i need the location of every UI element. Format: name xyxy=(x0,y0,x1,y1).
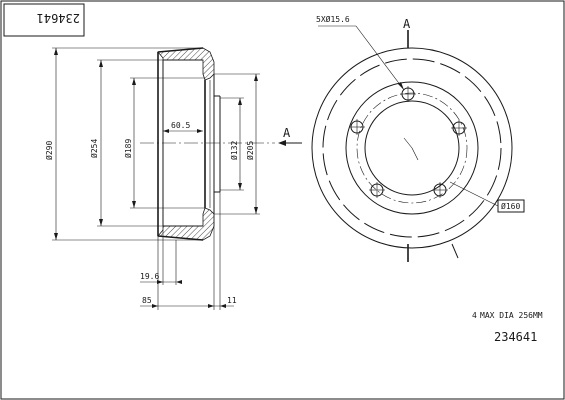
dim-thick-11: 11 xyxy=(214,296,237,308)
side-view: Ø290 Ø254 Ø189 Ø132 xyxy=(44,47,275,310)
dim-label-11: 11 xyxy=(227,296,237,305)
dim-label-85: 85 xyxy=(142,296,152,305)
dim-d132: Ø132 xyxy=(220,97,244,191)
section-label-top: A xyxy=(403,17,411,31)
title-box-rotated: 234641 xyxy=(3,3,85,37)
dim-label-60-5: 60.5 xyxy=(171,121,190,130)
note-max-dia: MAX DIA 256MM xyxy=(480,311,543,320)
dim-label-d205: Ø205 xyxy=(245,141,255,160)
bolt-callout: 5XØ15.6 xyxy=(316,14,405,91)
drum-outer-circle xyxy=(311,47,513,249)
dim-width-85: 85 xyxy=(140,296,214,308)
note-max-dia-prefix: 4 xyxy=(472,311,477,320)
notes: 4 MAX DIA 256MM 234641 xyxy=(472,311,543,344)
pcd-callout-label: Ø160 xyxy=(501,201,520,211)
bolt-callout-label: 5XØ15.6 xyxy=(316,14,350,24)
dim-label-d254: Ø254 xyxy=(89,139,99,158)
dim-d189: Ø189 xyxy=(123,77,205,209)
drum-slot-ring xyxy=(322,58,502,238)
dim-label-19-6: 19.6 xyxy=(140,272,159,281)
dim-d254: Ø254 xyxy=(89,59,163,227)
hub-bore-circle xyxy=(364,100,460,196)
part-number-rotated: 234641 xyxy=(37,11,80,25)
front-view: A xyxy=(311,14,525,262)
dim-depth-60-5: 60.5 xyxy=(163,121,203,133)
note-part-number: 234641 xyxy=(494,330,537,344)
dim-d205: Ø205 xyxy=(214,73,260,215)
pcd-callout: Ø160 xyxy=(449,181,525,213)
bolt-pcd-circle xyxy=(356,92,468,204)
hatch-lower-wall xyxy=(157,207,215,241)
dim-label-d132: Ø132 xyxy=(229,141,239,160)
bolt-holes xyxy=(349,86,467,198)
dim-label-d189: Ø189 xyxy=(123,139,133,158)
view-arrow-label: A xyxy=(283,126,291,140)
view-arrow-a: A xyxy=(278,126,302,146)
dim-d290: Ø290 xyxy=(44,47,203,241)
dim-label-d290: Ø290 xyxy=(44,141,54,160)
dim-offset-19-6: 19.6 xyxy=(140,272,182,284)
flange-circle xyxy=(345,81,479,215)
hatch-upper-wall xyxy=(157,47,215,81)
